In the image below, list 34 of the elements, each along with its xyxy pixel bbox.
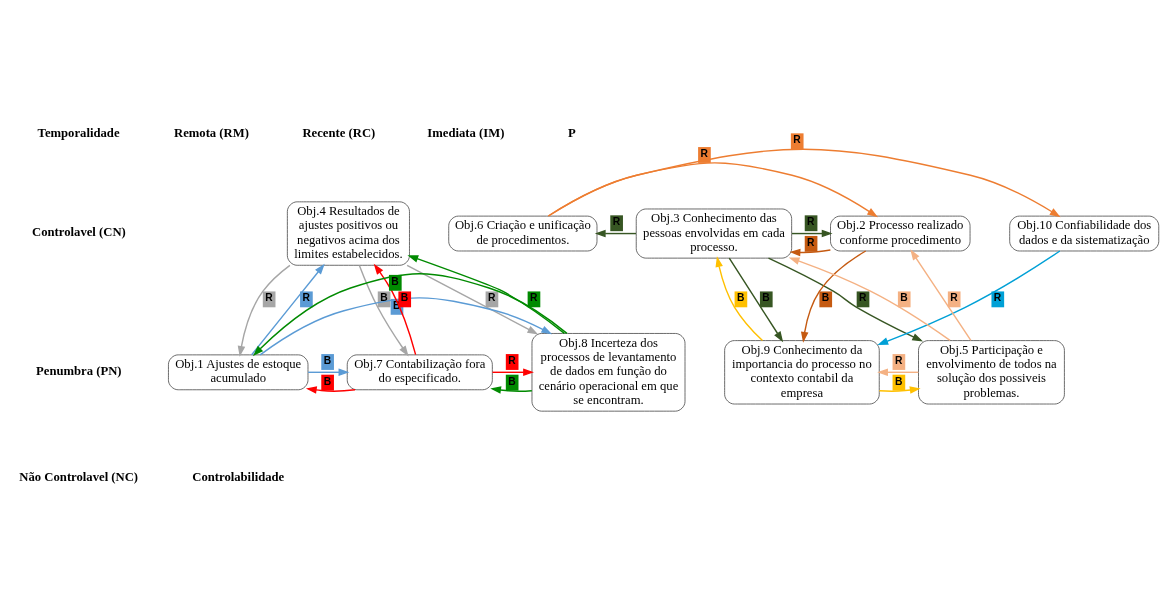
edge-label: B xyxy=(508,375,516,387)
edge-label: B xyxy=(900,292,908,304)
edge-label: R xyxy=(487,292,496,304)
edge-label: R xyxy=(807,216,815,228)
edge-label: B xyxy=(391,275,399,287)
edge-label: R xyxy=(530,292,538,304)
edge-label: R xyxy=(993,292,1002,304)
edge-label: B xyxy=(894,375,903,387)
edge-label: B xyxy=(821,292,830,304)
edge-label: R xyxy=(302,292,310,304)
label: Penumbra (PN) xyxy=(36,363,122,378)
edge-label: R xyxy=(859,292,867,304)
edge-label: R xyxy=(793,134,801,146)
edge-label: B xyxy=(380,292,388,304)
label: P xyxy=(568,125,576,140)
edge-label: R xyxy=(265,292,273,304)
edge-label: R xyxy=(508,354,516,366)
edge-label: B xyxy=(736,292,745,304)
edge-label: R xyxy=(950,292,958,304)
label: Recente (RC) xyxy=(302,125,376,140)
edge-label: R xyxy=(807,236,815,248)
label: Controlabilidade xyxy=(192,469,285,484)
label: Imediata (IM) xyxy=(427,125,505,140)
edge-label: R xyxy=(894,354,903,366)
edge-label: B xyxy=(323,354,332,366)
label: Não Controlavel (NC) xyxy=(19,469,139,484)
label: Remota (RM) xyxy=(173,125,249,140)
label: Temporalidade xyxy=(37,125,120,140)
edge-label: B xyxy=(762,292,770,304)
edge-label: B xyxy=(400,292,409,304)
edge-label: B xyxy=(323,375,332,387)
edge-label: R xyxy=(612,216,621,228)
label: Controlavel (CN) xyxy=(32,224,126,239)
edge-label: R xyxy=(700,147,708,159)
